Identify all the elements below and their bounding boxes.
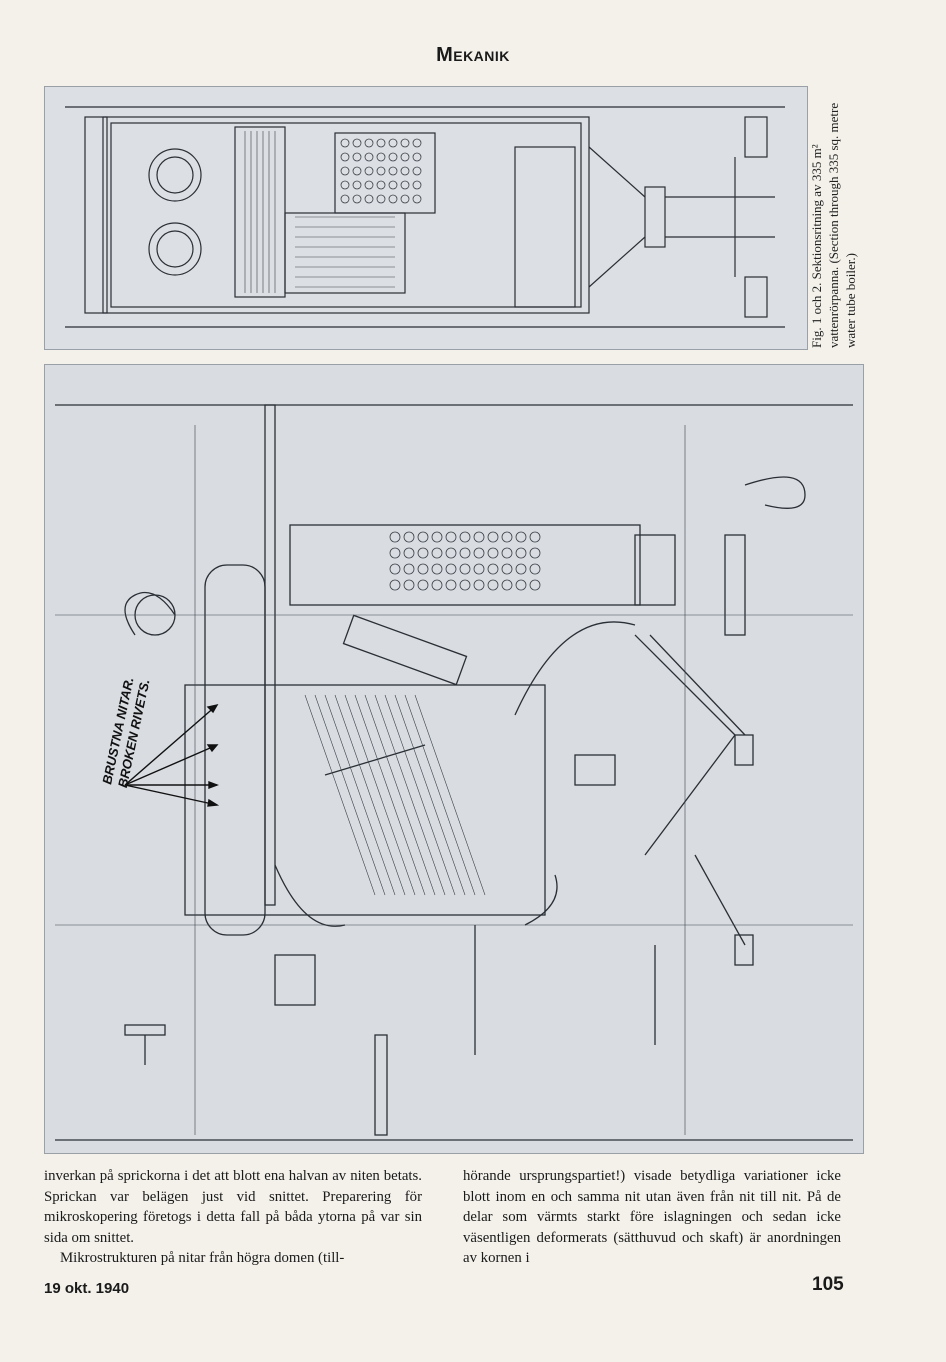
figure-caption-text: Fig. 1 och 2. Sektionsritning av 335 m² …: [809, 102, 858, 348]
body-paragraph: hörande ursprungspartiet!) visade betydl…: [463, 1168, 841, 1266]
figure-1-section-drawing: [44, 86, 808, 350]
body-paragraph: Mikrostrukturen på nitar från högra dome…: [60, 1250, 345, 1266]
boiler-section-drawing-1: [65, 106, 785, 328]
footer-date: 19 okt. 1940: [44, 1280, 130, 1297]
body-column-left: inverkan på sprickorna i det att blott e…: [44, 1166, 422, 1269]
boiler-section-drawing-2: BRUSTNA NITAR. BROKEN RIVETS.: [55, 404, 853, 1141]
body-paragraph: inverkan på sprickorna i det att blott e…: [44, 1168, 422, 1246]
page-header-title: Mekanik: [436, 44, 510, 66]
body-column-right: hörande ursprungspartiet!) visade betydl…: [463, 1166, 841, 1269]
figure-caption: Fig. 1 och 2. Sektionsritning av 335 m² …: [808, 86, 864, 348]
figure-2-section-drawing: BRUSTNA NITAR. BROKEN RIVETS.: [44, 364, 864, 1154]
page-number: 105: [812, 1274, 844, 1295]
